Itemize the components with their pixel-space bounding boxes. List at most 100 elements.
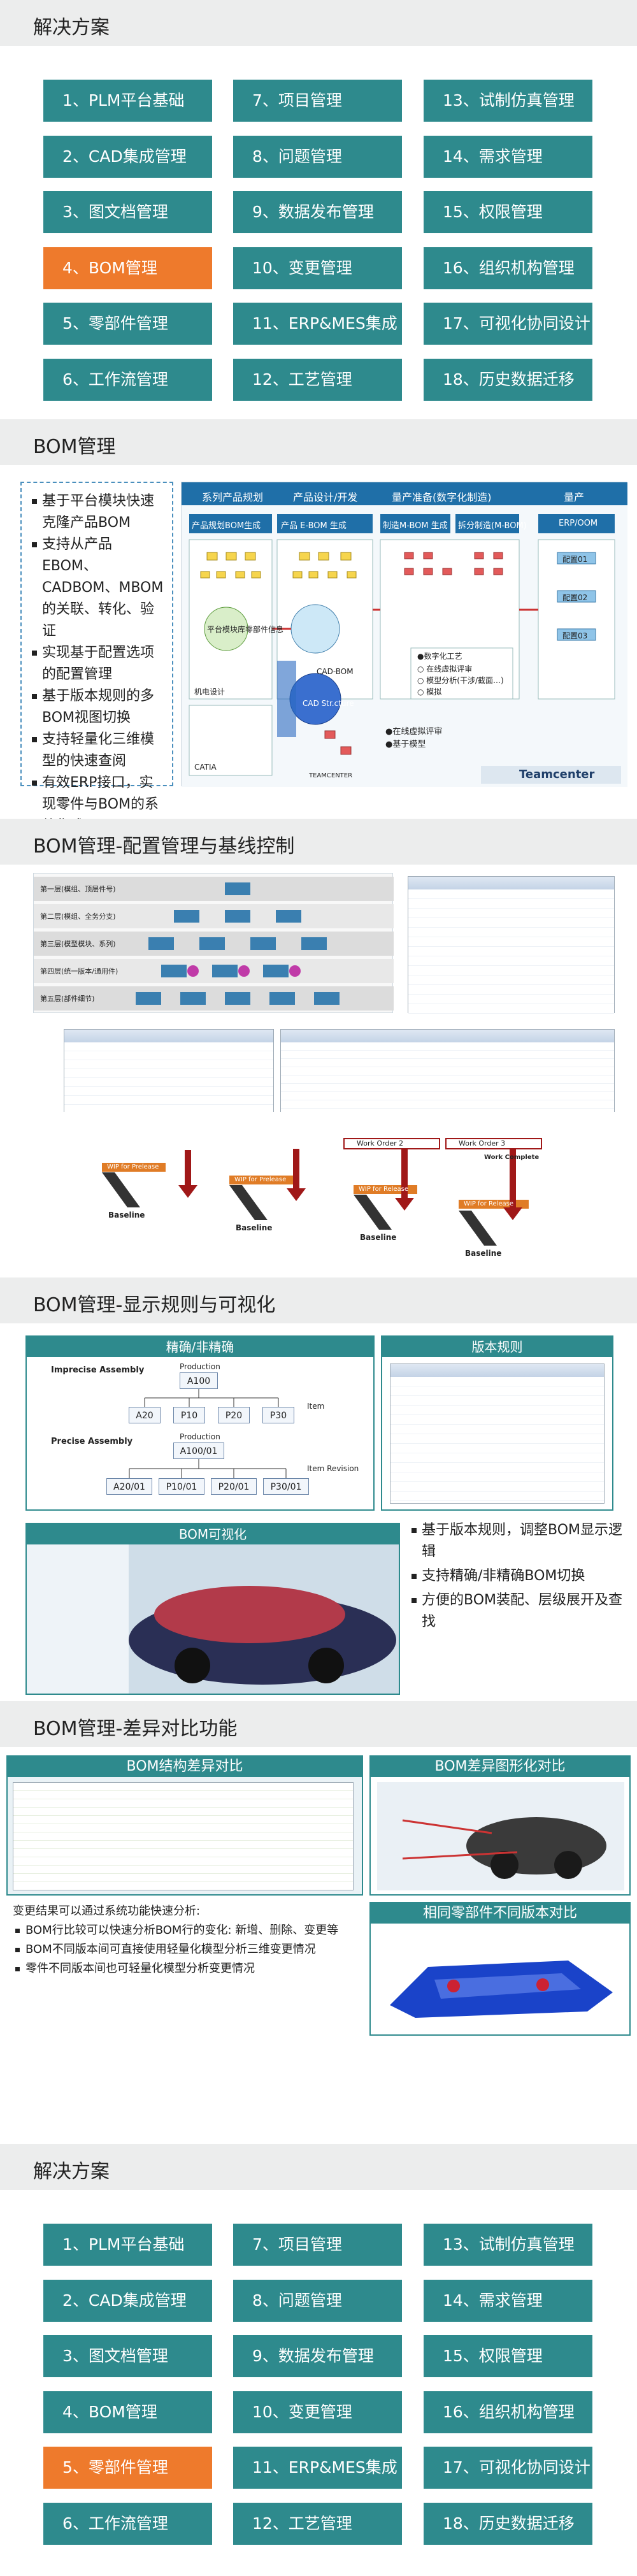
top-menu-item[interactable]: 17、可视化协同设计: [424, 303, 592, 345]
bom-graph-diff-title: BOM差异图形化对比: [371, 1757, 629, 1777]
diff-section-header: BOM管理-差异对比功能: [0, 1701, 637, 1747]
display-bullet: 基于版本规则，调整BOM显示逻辑: [408, 1520, 624, 1563]
bottom-menu-item[interactable]: 14、需求管理: [424, 2280, 592, 2322]
bom-visualization-panel: BOM可视化: [25, 1523, 400, 1695]
bottom-menu-item[interactable]: 7、项目管理: [233, 2224, 402, 2266]
config-level-label: 第五层(部件细节): [40, 995, 95, 1003]
top-menu-item[interactable]: 11、ERP&MES集成: [233, 303, 402, 345]
baseline-label: Baseline: [465, 1249, 502, 1258]
stage-box-label: 拆分制造(M-BOM): [458, 521, 527, 531]
top-menu-item[interactable]: 1、PLM平台基础: [43, 80, 212, 122]
bottom-menu-item[interactable]: 9、数据发布管理: [233, 2335, 402, 2377]
top-menu-item[interactable]: 5、零部件管理: [43, 303, 212, 345]
wip-label: WIP for Prelease: [234, 1176, 287, 1183]
bottom-menu-item[interactable]: 15、权限管理: [424, 2335, 592, 2377]
stage-label: 量产: [564, 491, 585, 503]
top-menu-item[interactable]: 4、BOM管理: [43, 247, 212, 289]
bom-bullets-box: 基于平台模块快速克隆产品BOM 支持从产品EBOM、CADBOM、MBOM的关联…: [20, 482, 173, 834]
bottom-menu-item[interactable]: 5、零部件管理: [43, 2447, 212, 2489]
bottom-section-title: 解决方案: [33, 2161, 110, 2183]
bottom-menu-item[interactable]: 17、可视化协同设计: [424, 2447, 592, 2489]
stage-label: 产品设计/开发: [293, 491, 358, 503]
teamcenter-label: Teamcenter: [519, 768, 595, 781]
stage-label: 量产准备(数字化制造): [392, 491, 492, 503]
bom-bullet: 有效ERP接口，实现零件与BOM的系统集成: [28, 772, 166, 837]
display-bullets: 基于版本规则，调整BOM显示逻辑 支持精确/非精确BOM切换 方便的BOM装配、…: [408, 1520, 624, 1633]
diff-intro: 变更结果可以通过系统功能快速分析:: [13, 1904, 201, 1918]
production-label: Production: [180, 1362, 220, 1371]
bottom-menu-item[interactable]: 18、历史数据迁移: [424, 2503, 592, 2545]
version-compare-view: [377, 1929, 624, 2031]
version-rule-dialog: [390, 1364, 605, 1504]
structure-editor-window: [64, 1029, 274, 1112]
bottom-menu-item[interactable]: 11、ERP&MES集成: [233, 2447, 402, 2489]
baseline-timeline-diagram: WIP for Prelease WIP for Prelease WIP fo…: [102, 1137, 586, 1277]
wip-label: WIP for Release: [359, 1186, 409, 1193]
baseline-timeline-svg: [102, 1138, 542, 1246]
baseline-label: Baseline: [108, 1211, 145, 1220]
config-level-svg: [34, 877, 394, 1011]
production-label: Production: [180, 1432, 220, 1441]
baseline-label: Baseline: [236, 1223, 273, 1232]
top-section-title: 解决方案: [33, 17, 110, 39]
top-menu-item[interactable]: 8、问题管理: [233, 136, 402, 178]
bottom-menu-item[interactable]: 8、问题管理: [233, 2280, 402, 2322]
config-level-label: 第三层(模型模块、系列): [40, 940, 116, 948]
bottom-menu-item[interactable]: 4、BOM管理: [43, 2391, 212, 2433]
config-label: 配置03: [562, 631, 588, 640]
version-compare-title: 相同零部件不同版本对比: [371, 1903, 629, 1924]
imprecise-node: A20: [129, 1407, 161, 1423]
precise-tree-lines: [129, 1389, 287, 1478]
bottom-menu-item[interactable]: 3、图文档管理: [43, 2335, 212, 2377]
bom-structure-diff-title: BOM结构差异对比: [8, 1757, 362, 1777]
bottom-menu-item[interactable]: 10、变更管理: [233, 2391, 402, 2433]
item-revision-label: Item Revision: [307, 1464, 359, 1473]
top-menu-item[interactable]: 18、历史数据迁移: [424, 359, 592, 401]
top-menu-item[interactable]: 9、数据发布管理: [233, 191, 402, 233]
top-section-header: 解决方案: [0, 0, 637, 46]
top-menu-item[interactable]: 13、试制仿真管理: [424, 80, 592, 122]
bottom-solution-menu: 1、PLM平台基础 7、项目管理 13、试制仿真管理 2、CAD集成管理 8、问题管理 1…: [43, 2224, 598, 2555]
top-menu-item[interactable]: 6、工作流管理: [43, 359, 212, 401]
top-menu-item[interactable]: 10、变更管理: [233, 247, 402, 289]
config-level-label: 第一层(模组、顶层件号): [40, 885, 116, 893]
bom-bullet: 支持从产品EBOM、CADBOM、MBOM的关联、转化、验证: [28, 534, 166, 642]
config-section-header: BOM管理-配置管理与基线控制: [0, 819, 637, 865]
item-label: Item: [307, 1402, 325, 1411]
precise-node: P10/01: [159, 1478, 204, 1495]
note-label: ●在线虚拟评审: [385, 727, 443, 737]
top-menu-item[interactable]: 12、工艺管理: [233, 359, 402, 401]
wip-label: WIP for Prelease: [107, 1163, 159, 1170]
bottom-menu-item[interactable]: 12、工艺管理: [233, 2503, 402, 2545]
bottom-menu-item[interactable]: 16、组织机构管理: [424, 2391, 592, 2433]
display-bullet: 支持精确/非精确BOM切换: [408, 1565, 624, 1587]
precise-node: A100/01: [173, 1443, 224, 1459]
display-section-title: BOM管理-显示规则与可视化: [33, 1294, 276, 1316]
note-label: ○ 模拟: [417, 687, 442, 696]
top-menu-item[interactable]: 14、需求管理: [424, 136, 592, 178]
bom-section-title: BOM管理: [33, 436, 116, 458]
side-label: 机电设计: [194, 687, 225, 696]
baseline-label: Baseline: [360, 1233, 397, 1242]
top-menu-item[interactable]: 3、图文档管理: [43, 191, 212, 233]
config-level-label: 第四层(统一版本/通用件): [40, 967, 118, 975]
display-bullet: 方便的BOM装配、层级展开及查找: [408, 1590, 624, 1633]
note-label: ●基于模型: [385, 740, 426, 749]
stage-box-label: 产品 E-BOM 生成: [281, 521, 347, 531]
bottom-menu-item[interactable]: 6、工作流管理: [43, 2503, 212, 2545]
side-label: 零部件信息: [245, 625, 284, 634]
bottom-menu-item[interactable]: 1、PLM平台基础: [43, 2224, 212, 2266]
diff-bullet: BOM不同版本间可直接使用轻量化模型分析三维变更情况: [13, 1940, 316, 1959]
note-label: ○ 在线虚拟评审: [417, 665, 473, 673]
version-rule-panel-title: 版本规则: [382, 1337, 612, 1357]
top-menu-item[interactable]: 7、项目管理: [233, 80, 402, 122]
top-menu-item[interactable]: 2、CAD集成管理: [43, 136, 212, 178]
top-menu-item[interactable]: 15、权限管理: [424, 191, 592, 233]
bottom-menu-item[interactable]: 13、试制仿真管理: [424, 2224, 592, 2266]
work-order-label: Work Order 2: [357, 1139, 404, 1148]
precise-node: P30/01: [263, 1478, 309, 1495]
bottom-menu-item[interactable]: 2、CAD集成管理: [43, 2280, 212, 2322]
side-label: 平台模块库: [207, 625, 246, 634]
top-menu-item[interactable]: 16、组织机构管理: [424, 247, 592, 289]
